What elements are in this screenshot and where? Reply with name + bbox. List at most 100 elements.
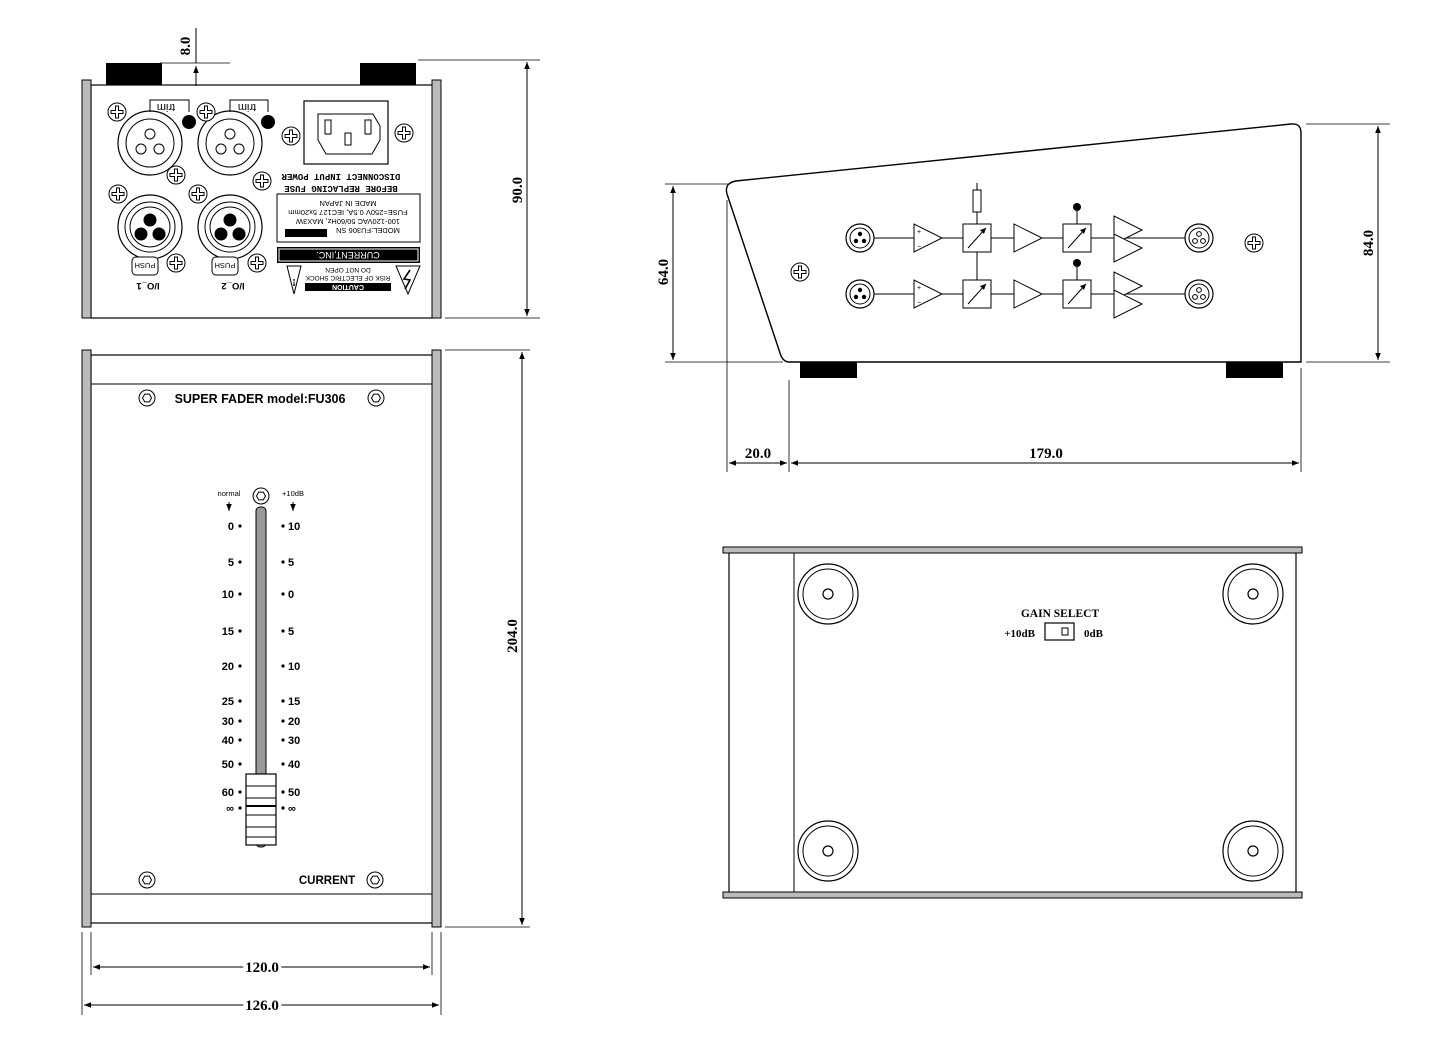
xlr-output-icon (1184, 223, 1214, 253)
node-dot (1073, 259, 1081, 267)
serial-number-box (285, 229, 327, 237)
front-panel-brand: CURRENT (299, 875, 355, 887)
side-foot-rear (1226, 362, 1283, 378)
fader-slot (255, 506, 267, 848)
fuse-warning-line: BEFORE REPLACING FUSE (284, 183, 398, 193)
rubber-foot-icon (1222, 820, 1284, 882)
signal-chain-2: + − (845, 259, 1214, 319)
scale-value-right: 15 (288, 696, 300, 708)
dim-side-rear-height: 84.0 (1361, 230, 1377, 256)
scale-value-right: 5 (288, 626, 294, 638)
scale-value-left: 15 (222, 626, 234, 638)
front-side-rail-right (431, 349, 442, 928)
scale-dot (281, 806, 285, 810)
screw-icon (252, 171, 272, 191)
scale-dot (281, 592, 285, 596)
scale-dot (281, 560, 285, 564)
hex-screw-icon (252, 487, 270, 505)
hex-screw-icon (138, 389, 156, 407)
maker-plate (277, 247, 420, 263)
rear-foot-right (360, 63, 416, 85)
side-foot-front (800, 362, 857, 378)
dim-inner-width: 120.0 (245, 960, 279, 976)
screw-icon (196, 102, 216, 122)
scale-value-left: 10 (222, 589, 234, 601)
screw-icon (108, 184, 128, 204)
screw-icon (188, 184, 208, 204)
scale-value-left: 60 (222, 787, 234, 799)
scale-dot (238, 629, 242, 633)
gain-select-0db: 0dB (1084, 628, 1104, 640)
screw-icon (166, 253, 186, 273)
scale-label-normal: normal (218, 489, 241, 498)
buffer-icon (1013, 223, 1044, 253)
rear-side-rail-right (431, 79, 442, 319)
screw-icon (790, 262, 810, 282)
scale-dot (281, 664, 285, 668)
xlr-input-icon (845, 223, 875, 253)
gain-select-plus10: +10dB (1004, 628, 1035, 640)
scale-value-left: 5 (228, 557, 234, 569)
power-pin (364, 119, 372, 135)
trim-bracket (149, 99, 190, 112)
hex-screw-icon (138, 871, 156, 889)
push-latch (131, 256, 159, 276)
rubber-foot-icon (797, 820, 859, 882)
output-amp-icon (1113, 289, 1144, 319)
plus-sign: + (917, 229, 921, 236)
caution-line: DO NOT OPEN (325, 266, 371, 273)
scale-dot (281, 699, 285, 703)
scale-dot (281, 629, 285, 633)
gain-select-switch[interactable] (1044, 622, 1075, 641)
scale-dot (238, 699, 242, 703)
dim-side-front-height: 64.0 (656, 259, 672, 285)
power-pin (324, 119, 332, 135)
node-dot (1073, 203, 1081, 211)
opamp-icon (913, 279, 944, 309)
signal-chain-1: + − (845, 183, 1214, 280)
rubber-foot-icon (1222, 563, 1284, 625)
spec-line: MADE IN JAPAN (320, 199, 377, 208)
screw-icon (166, 165, 186, 185)
caution-title-box (305, 283, 391, 291)
io-label: I/O_2 (221, 280, 244, 291)
caution-line: RISK OF ELECTRIC SHOCK (305, 274, 391, 281)
maker-plate-border (278, 248, 419, 262)
xlr-male-connector (117, 194, 183, 260)
scale-value-right: 0 (288, 589, 294, 601)
scale-dot (281, 790, 285, 794)
scale-dot (281, 738, 285, 742)
push-label: PUSH (135, 261, 156, 270)
scale-value-right: 10 (288, 521, 300, 533)
plus-sign: + (917, 285, 921, 292)
hex-screw-icon (367, 389, 385, 407)
scale-value-left: 25 (222, 696, 234, 708)
scale-dot (238, 738, 242, 742)
spec-line: MODEL:FU306 SN (336, 226, 400, 235)
resistor-icon (972, 189, 982, 213)
scale-value-left: 50 (222, 759, 234, 771)
scale-dot (238, 592, 242, 596)
push-label: PUSH (215, 261, 236, 270)
dim-top-foot: 8.0 (178, 37, 194, 56)
scale-value-right: 40 (288, 759, 300, 771)
fader-knob[interactable] (245, 773, 277, 846)
trim-knob (182, 115, 196, 129)
front-side-rail-left (81, 349, 92, 928)
vca-icon (962, 279, 992, 309)
spec-line: 100-120VAC 50/60Hz, MAX3W (295, 217, 400, 226)
screw-icon (281, 126, 301, 146)
xlr-output-icon (1184, 279, 1214, 309)
scale-dot (238, 762, 242, 766)
scale-value-left: 40 (222, 735, 234, 747)
screw-icon (1244, 233, 1264, 253)
trim-bracket (229, 99, 269, 112)
dim-side-slope-depth: 20.0 (745, 446, 771, 462)
vca-icon (1062, 279, 1092, 309)
scale-dot (238, 719, 242, 723)
bottom-rail-bottom (722, 891, 1303, 899)
power-pin (344, 132, 352, 146)
